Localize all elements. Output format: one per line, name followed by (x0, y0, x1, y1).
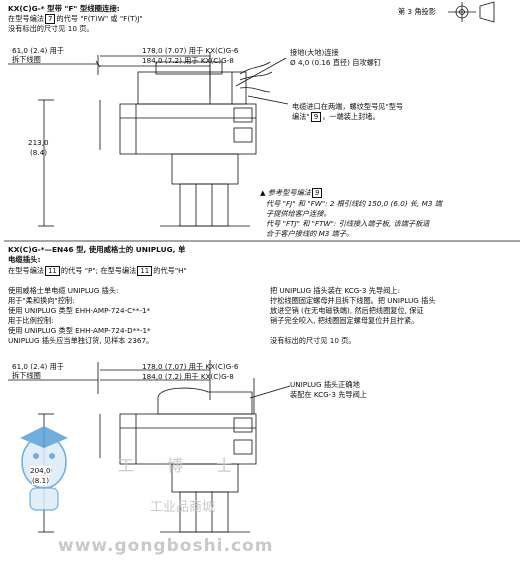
section2-title-2: 电缆插头: (8, 255, 41, 264)
code-box: 7 (44, 14, 56, 24)
install-info-4: 销子完全咬入, 把线圈固定螺母复位并且拧紧。 (270, 316, 419, 325)
install-info-5: 没有标出的尺寸见 10 页。 (270, 336, 356, 345)
uniplug-info-2: 用于"柔和换向"控制: (8, 296, 75, 305)
cable-label-1: 电缆进口在两端，螺纹型号见"型号 (292, 102, 404, 111)
dim-178: 178,0 (7.07) 用于 KX(C)G-6 (142, 46, 239, 55)
third-angle-projection-icon (448, 1, 495, 23)
dim-coil-removal-1: 61,0 (2.4) 用于 (12, 46, 64, 55)
ground-label-2: Ø 4,0 (0.16 直径) 自攻螺钉 (290, 58, 381, 67)
watermark-brand: 工业品商城 (150, 500, 216, 515)
uniplug-info-1: 使用威格士单电缆 UNIPLUG 插头: (8, 286, 119, 295)
mascot-watermark-icon (20, 426, 68, 511)
watermark-url: www.gongboshi.com (58, 536, 274, 556)
dim2-coil-removal-2: 拆下线圈 (12, 371, 41, 380)
reference-note-3: 子提供给客户连接。 (266, 209, 331, 218)
reference-note-5: 合于客户接线的 M3 端子。 (266, 229, 354, 238)
section1-note: 没有标出的尺寸见 10 页。 (8, 24, 94, 33)
section1-title: KX(C)G-* 型带 "F" 型线圈连接: (8, 4, 120, 13)
uniplug-info-6: UNIPLUG 插头应当单独订货, 见样本 2367。 (8, 336, 154, 345)
uniplug-label-1: UNIPLUG 插头正确地 (290, 380, 360, 389)
uniplug-label-2: 装配在 KCG-3 先导阀上 (290, 390, 367, 399)
height-dim-2-inch: (8.1) (32, 476, 50, 485)
dim-coil-removal-2: 拆下线圈 (12, 55, 41, 64)
cable-label-2: 编法"9，一端装上封堵。 (292, 112, 380, 122)
install-info-2: 拧松线圈固定螺母并且拆下线圈。把 UNIPLUG 插头 (270, 296, 436, 305)
reference-note-4: 代号 "FTJ" 和 "FTW": 引线接入端子板, 该端子板适 (266, 219, 430, 228)
uniplug-info-5: 使用 UNIPLUG 类型 EHH-AMP-724-D**-1* (8, 326, 151, 335)
valve-drawing-1 (8, 52, 289, 227)
code-box: 11 (44, 266, 60, 276)
dim2-coil-removal-1: 61,0 (2.4) 用于 (12, 362, 64, 371)
install-info-1: 把 UNIPLUG 插头装在 KCG-3 先导阀上: (270, 286, 400, 295)
code-box: 9 (310, 112, 322, 122)
code-box: 11 (137, 266, 153, 276)
height-dim-1-inch: (8.4) (30, 148, 48, 157)
dim2-178: 178,0 (7.07) 用于 KX(C)G-6 (142, 362, 239, 371)
height-dim-2: 204,0 (30, 466, 51, 475)
projection-label: 第 3 角投影 (398, 7, 436, 16)
dim2-184: 184,0 (7.2) 用于 KX(C)G-8 (142, 372, 234, 381)
reference-note-2: 代号 "FJ" 和 "FW": 2 根引线约 150,0 (6.0) 长, M3… (266, 199, 442, 208)
height-dim-1: 213,0 (28, 138, 49, 147)
watermark-chars: 工 博 士 (118, 456, 247, 475)
section2-title-1: KX(C)G-*—EN46 型, 使用威格士的 UNIPLUG, 单 (8, 245, 186, 254)
uniplug-info-4: 用于比例控制: (8, 316, 54, 325)
install-info-3: 放进空销 (在无电磁铁端), 然后把线圈复位, 保证 (270, 306, 424, 315)
dim-184: 184,0 (7.2) 用于 KX(C)G-8 (142, 56, 234, 65)
uniplug-info-3: 使用 UNIPLUG 类型 EHH-AMP-724-C**-1* (8, 306, 151, 315)
code-box: 9 (311, 188, 323, 198)
ground-label-1: 接地(大地)连接 (290, 48, 339, 57)
